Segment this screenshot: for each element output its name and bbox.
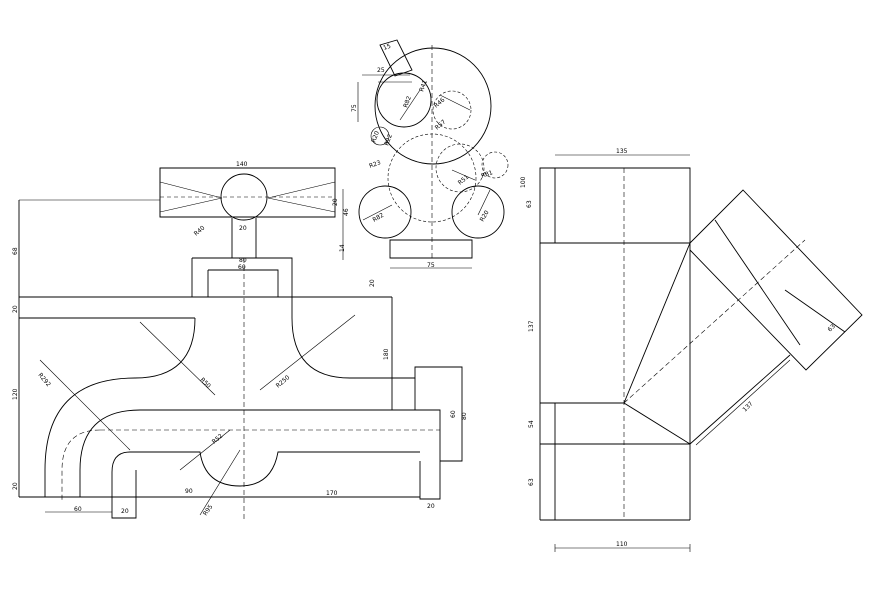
dim-r82b: R82 — [372, 212, 386, 224]
handle-top-view — [357, 39, 509, 269]
dim-tee-left-137: 137 — [528, 320, 535, 332]
dim-bottom-20b: 20 — [427, 503, 435, 510]
dim-right-180: 180 — [383, 348, 390, 360]
dim-r82: R82 — [402, 95, 413, 109]
dim-r81: R81 — [480, 169, 494, 180]
dim-bottom-75: 75 — [427, 262, 435, 269]
dim-ball-radius: R40 — [193, 224, 207, 237]
dim-25: 25 — [377, 67, 385, 74]
dim-20-top: 20 — [369, 279, 376, 287]
dim-right-80: 80 — [461, 412, 468, 420]
dim-r22: R22 — [383, 133, 394, 147]
dim-14: 14 — [339, 244, 346, 252]
dim-r95: R95 — [202, 503, 215, 517]
dim-height-total: 68 — [12, 247, 19, 255]
dim-tee-left-100: 100 — [520, 176, 527, 188]
dim-right-60: 60 — [450, 410, 457, 418]
dim-46: 46 — [343, 208, 350, 216]
dim-handle-width: 140 — [236, 161, 248, 168]
dim-bottom-60: 60 — [74, 506, 82, 513]
dim-left-120: 120 — [12, 388, 19, 400]
dim-r52: R52 — [211, 432, 225, 445]
dim-top-15: 15 — [382, 43, 392, 52]
dim-tee-left-63b: 63 — [528, 478, 535, 486]
dim-75-left: 75 — [351, 104, 358, 112]
dim-r51: R51 — [457, 173, 471, 186]
dim-left-20: 20 — [12, 305, 19, 313]
tee-view — [539, 154, 863, 552]
dim-tee-diag-63: 63 — [826, 323, 836, 333]
dim-bottom-20: 20 — [121, 508, 129, 515]
dim-r23: R23 — [368, 159, 382, 170]
dim-r57: R57 — [434, 118, 448, 131]
dim-tee-bottom-110: 110 — [616, 541, 628, 548]
dim-60: 60 — [238, 264, 246, 271]
dim-r41: R41 — [418, 79, 429, 93]
dim-left-20-bottom: 20 — [12, 482, 19, 490]
dim-tee-top-135: 135 — [616, 148, 628, 155]
dim-r20: R20 — [370, 130, 381, 144]
dim-handle-right: 20 — [332, 198, 339, 206]
faucet-side-view — [18, 167, 463, 520]
dim-r20b: R20 — [479, 209, 491, 223]
dim-tee-left-54: 54 — [528, 420, 535, 428]
dim-tee-left-63: 63 — [526, 200, 533, 208]
dim-stem-width: 20 — [239, 225, 247, 232]
dim-bottom-170: 170 — [326, 490, 338, 497]
dim-r50: R50 — [199, 376, 212, 389]
dim-r292: R292 — [36, 372, 52, 389]
dim-80: 80 — [239, 257, 247, 264]
dim-r46: R46 — [433, 96, 447, 109]
dim-bottom-90: 90 — [185, 488, 193, 495]
